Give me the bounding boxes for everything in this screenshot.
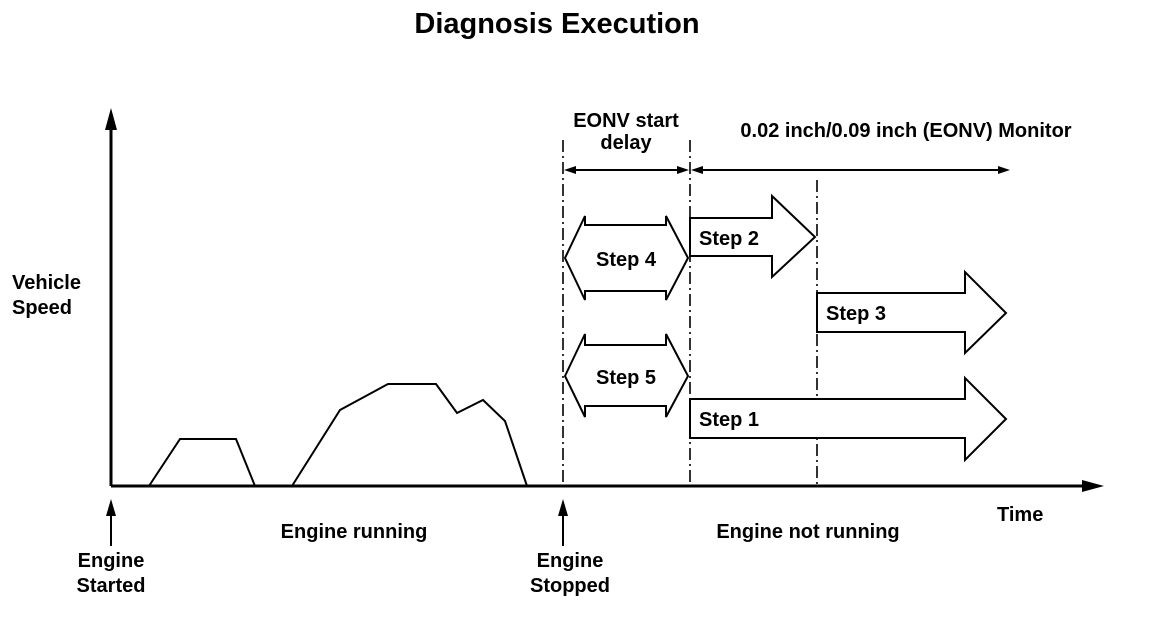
monitor-span-right-head bbox=[998, 166, 1010, 174]
engine-stopped-arrowhead bbox=[558, 499, 568, 516]
engine-stopped-label-line1: Engine bbox=[537, 550, 604, 572]
monitor-label: 0.02 inch/0.09 inch (EONV) Monitor bbox=[740, 120, 1071, 142]
step2-arrow bbox=[689, 193, 817, 280]
engine-started-arrowhead bbox=[106, 499, 116, 516]
step1-label: Step 1 bbox=[699, 409, 759, 431]
speed-trace-segment-1 bbox=[148, 438, 256, 487]
start-delay-label-line1: EONV start bbox=[573, 110, 679, 132]
y-axis-label-line1: Vehicle bbox=[12, 272, 81, 294]
diagram-title: Diagnosis Execution bbox=[414, 8, 699, 40]
speed-trace-segment-2 bbox=[291, 383, 528, 487]
step5-label: Step 5 bbox=[596, 367, 656, 389]
y-axis-arrowhead bbox=[105, 108, 117, 130]
step5-arrow bbox=[563, 333, 690, 418]
step2-label: Step 2 bbox=[699, 228, 759, 250]
step4-label: Step 4 bbox=[596, 249, 657, 271]
y-axis-label-line2: Speed bbox=[12, 297, 72, 319]
start-delay-span-right-head bbox=[677, 166, 689, 174]
step3-arrow bbox=[816, 269, 1008, 356]
step3-label: Step 3 bbox=[826, 303, 886, 325]
engine-not-running-label: Engine not running bbox=[716, 521, 899, 543]
start-delay-label-line2: delay bbox=[600, 132, 652, 154]
engine-running-label: Engine running bbox=[281, 521, 428, 543]
step1-arrow bbox=[689, 375, 1008, 463]
step4-arrow bbox=[563, 215, 690, 301]
engine-started-label-line1: Engine bbox=[78, 550, 145, 572]
engine-started-label-line2: Started bbox=[77, 575, 146, 597]
engine-stopped-label-line2: Stopped bbox=[530, 575, 610, 597]
monitor-span-left-head bbox=[691, 166, 703, 174]
start-delay-span-left-head bbox=[564, 166, 576, 174]
x-axis-arrowhead bbox=[1082, 480, 1104, 492]
x-axis-label: Time bbox=[997, 504, 1043, 526]
